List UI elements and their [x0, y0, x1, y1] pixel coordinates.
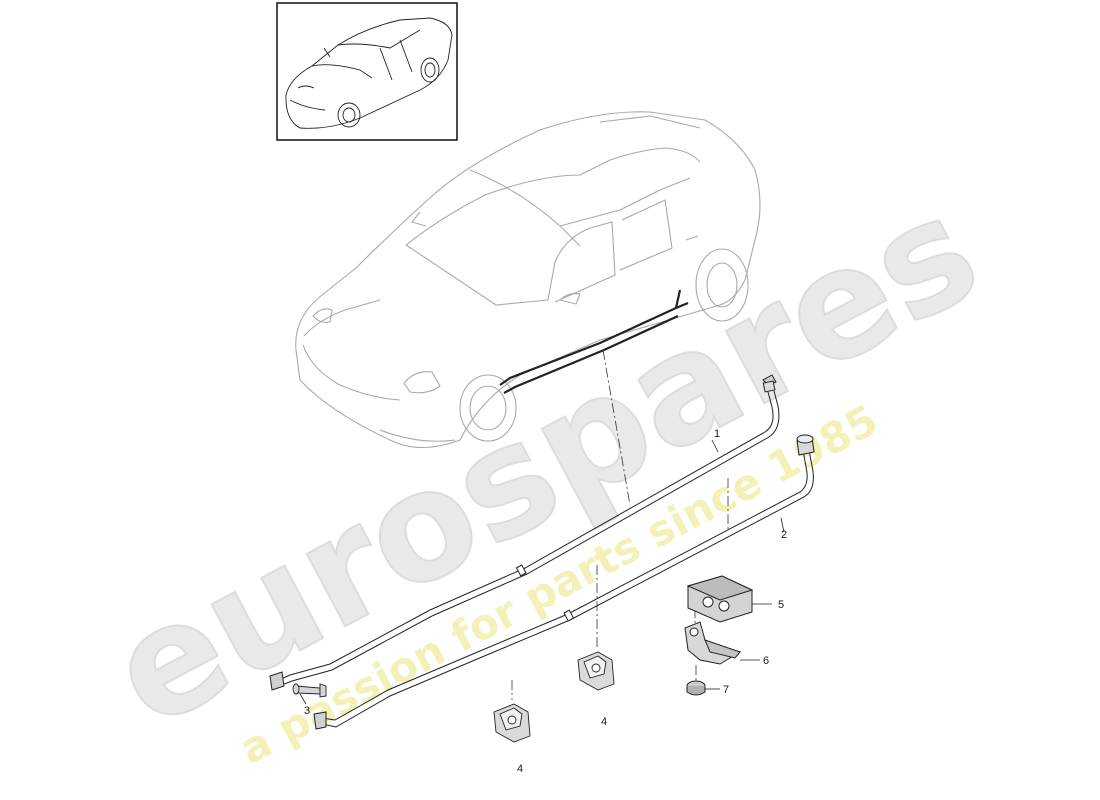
label-part-4-lower[interactable]: 4 — [517, 763, 523, 775]
watermark: eurospares a passion for parts since 198… — [84, 162, 1005, 774]
part-labels: 1 2 3 4 4 5 6 7 — [304, 428, 787, 775]
label-part-7[interactable]: 7 — [723, 684, 729, 696]
callout-lines — [299, 439, 785, 705]
car-thumbnail-icon — [285, 17, 453, 129]
car-outline-icon — [295, 111, 761, 448]
thumbnail-box — [276, 2, 458, 141]
label-part-6[interactable]: 6 — [763, 655, 769, 667]
pipe-on-car — [499, 289, 689, 394]
bracket-6 — [684, 621, 742, 665]
label-part-1[interactable]: 1 — [714, 428, 720, 440]
label-part-3[interactable]: 3 — [304, 705, 310, 717]
clip-4-upper — [577, 651, 615, 691]
clip-4-lower — [493, 703, 531, 743]
leader-lines — [511, 349, 729, 700]
nut-7 — [686, 680, 706, 696]
rubber-mount-5 — [686, 575, 754, 623]
label-part-5[interactable]: 5 — [778, 599, 784, 611]
watermark-brand: eurospares — [85, 163, 1004, 762]
label-part-2[interactable]: 2 — [781, 529, 787, 541]
connector-3 — [292, 683, 327, 698]
line-1 — [269, 374, 780, 691]
line-2 — [313, 434, 815, 730]
label-part-4-upper[interactable]: 4 — [601, 716, 607, 728]
